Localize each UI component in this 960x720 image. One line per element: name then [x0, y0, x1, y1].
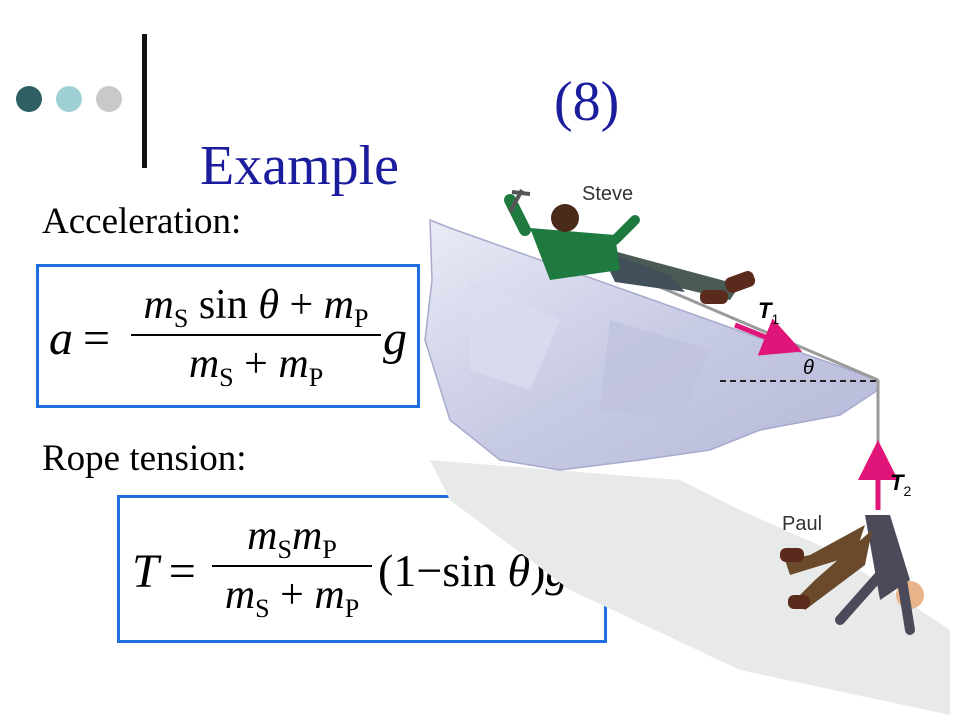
paul-figure	[780, 515, 924, 635]
acceleration-numerator: mS sin θ + mP	[143, 282, 369, 334]
accent-dot-dark	[16, 86, 42, 112]
glacier-facet	[600, 320, 710, 420]
tension-fraction: mSmP mS + mP	[212, 512, 372, 624]
steve-label: Steve	[582, 183, 633, 205]
acceleration-label: Acceleration:	[42, 201, 242, 242]
accent-dots	[16, 86, 122, 112]
slide-title-text: Example	[200, 135, 400, 197]
glacier-facet	[470, 280, 560, 390]
tension-arrow-t1	[734, 318, 803, 356]
tension-numerator: mSmP	[247, 513, 337, 565]
theta-label: θ	[803, 357, 814, 379]
t1-label: T1	[758, 298, 779, 327]
acceleration-equation-box: a= mS sin θ + mP mS + mP g	[36, 264, 420, 408]
acceleration-g: g	[383, 312, 407, 365]
tension-equation-box: T= mSmP mS + mP (1−sin θ)g	[117, 495, 607, 643]
steve-figure	[504, 189, 756, 304]
tension-denominator: mS + mP	[224, 572, 360, 624]
tension-lhs: T=	[132, 545, 196, 598]
tension-label: Rope tension:	[42, 438, 247, 479]
paul-label: Paul	[782, 513, 822, 535]
climbers-illustration: T1 θ T2 Steve Paul	[424, 183, 950, 715]
acceleration-lhs: a=	[49, 312, 111, 365]
acceleration-fraction: mS sin θ + mP mS + mP	[131, 281, 381, 393]
accent-dot-grey	[96, 86, 122, 112]
slide-number: (8)	[554, 71, 620, 133]
glacier-shadow	[430, 460, 950, 715]
tension-fraction-bar	[212, 565, 372, 568]
acceleration-fraction-bar	[131, 334, 381, 337]
title-divider	[142, 34, 147, 168]
accent-dot-light	[56, 86, 82, 112]
slide-title: Example (8)	[172, 70, 619, 262]
acceleration-denominator: mS + mP	[188, 341, 324, 393]
t2-label: T2	[890, 470, 911, 499]
